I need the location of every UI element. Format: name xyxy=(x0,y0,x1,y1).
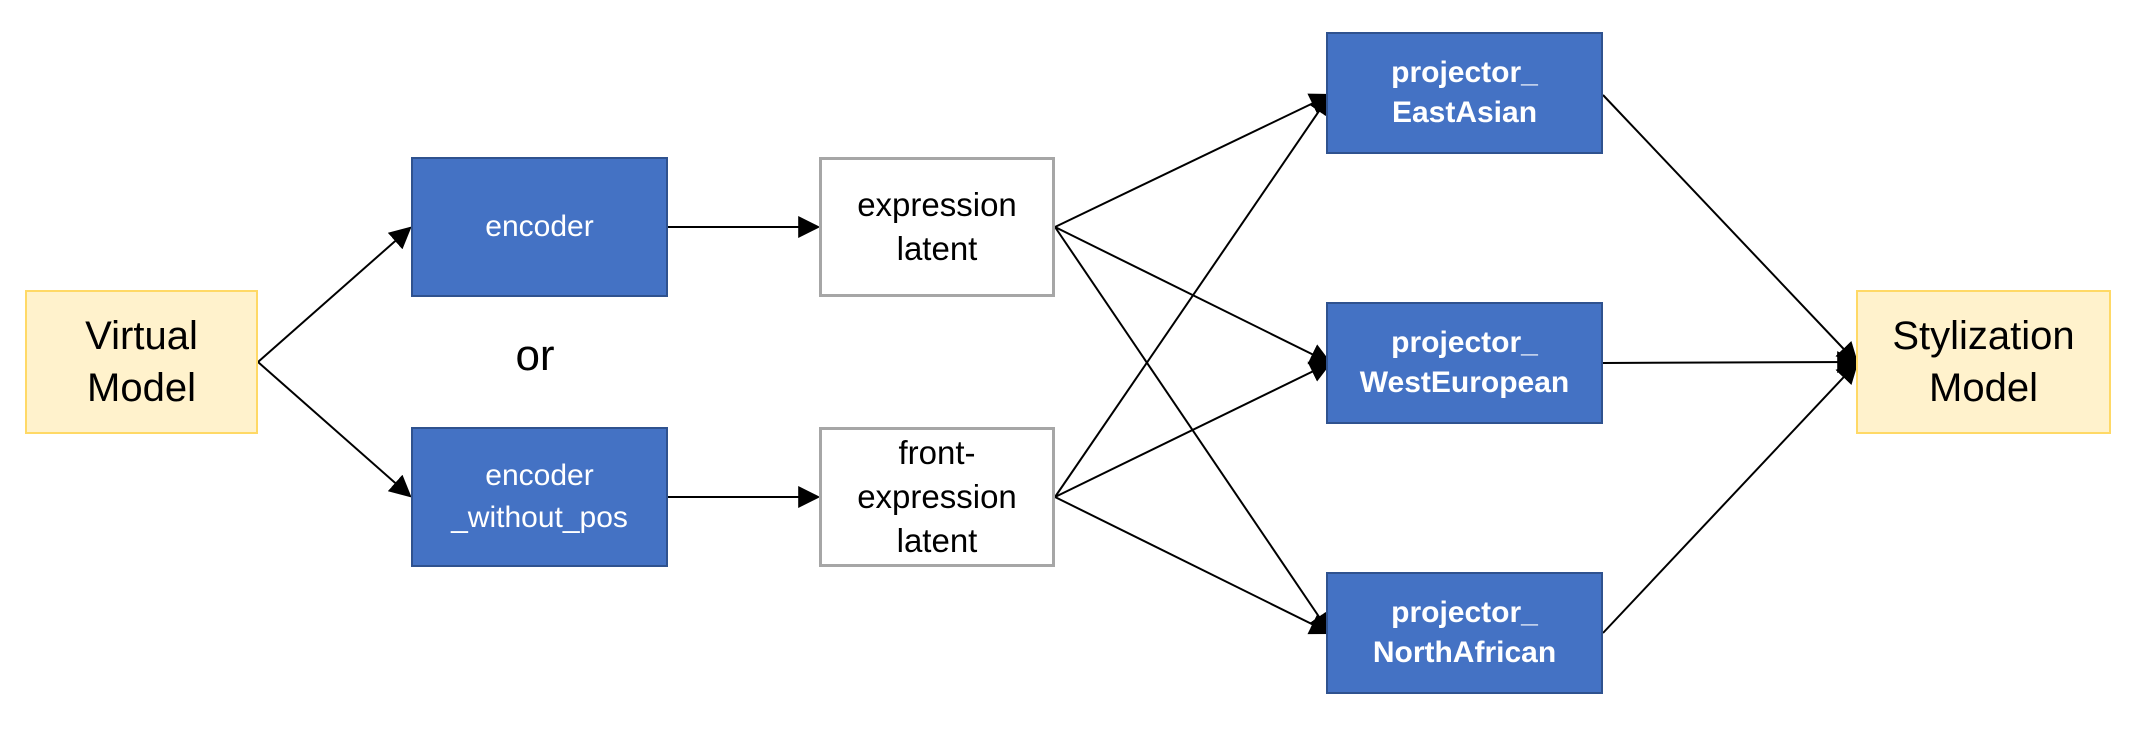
edge-north-african-to-stylization xyxy=(1602,361,1859,634)
projector-north-african-label: projector_ NorthAfrican xyxy=(1372,596,1557,669)
front-expression-latent-label: front- expression latent xyxy=(857,434,1017,559)
edge-west-european-to-stylization xyxy=(1602,351,1860,374)
expression-latent-node: expression latent xyxy=(819,157,1055,297)
encoder-without-pos-node: encoder _without_pos xyxy=(411,427,668,567)
edge-expression-to-east-asian xyxy=(1054,93,1332,228)
edge-virtual-to-encoder xyxy=(257,226,412,363)
projector-north-african-node: projector_ NorthAfrican xyxy=(1326,572,1603,694)
encoder-node: encoder xyxy=(411,157,668,297)
encoder-label: encoder xyxy=(485,210,594,243)
virtual-model-node: Virtual Model xyxy=(25,290,258,434)
virtual-model-label: Virtual Model xyxy=(85,314,198,410)
projector-west-european-node: projector_ WestEuropean xyxy=(1326,302,1603,424)
encoder-without-pos-label: encoder _without_pos xyxy=(451,459,628,534)
edge-east-asian-to-stylization xyxy=(1602,94,1859,365)
edge-front-to-east-asian xyxy=(1054,93,1332,498)
projector-west-european-label: projector_ WestEuropean xyxy=(1359,326,1570,399)
edge-front-to-north-african xyxy=(1054,496,1332,635)
front-expression-latent-node: front- expression latent xyxy=(819,427,1055,567)
expression-latent-label: expression latent xyxy=(857,186,1017,267)
stylization-model-label: Stylization Model xyxy=(1892,314,2075,410)
projector-east-asian-label: projector_ EastAsian xyxy=(1391,56,1538,129)
projector-east-asian-node: projector_ EastAsian xyxy=(1326,32,1603,154)
stylization-model-node: Stylization Model xyxy=(1856,290,2111,434)
edge-front-to-west-european xyxy=(1054,361,1332,498)
or-label: or xyxy=(515,331,555,380)
edge-virtual-to-encoder-without-pos xyxy=(257,361,412,498)
